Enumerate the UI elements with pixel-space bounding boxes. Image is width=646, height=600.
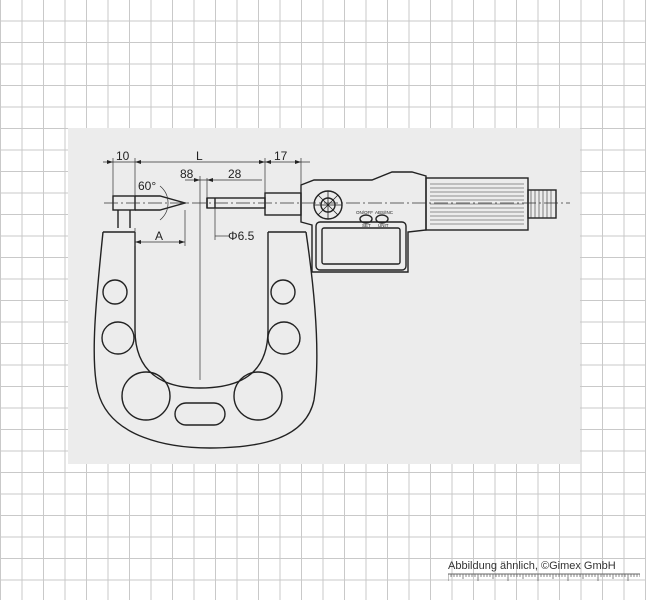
dim-88: 88 [180,167,194,181]
hole-bottom-left [121,371,171,421]
label-abs-inc: ABS/INC [375,210,394,215]
dim-dia: Φ6.5 [228,229,255,243]
caption: Abbildung ähnlich, ©Gimex GmbH [448,560,616,572]
ratchet [527,189,557,219]
hole-right-mid [267,321,301,355]
dim-angle: 60° [138,179,156,193]
anvil-cone [135,195,188,211]
dim-10: 10 [116,149,130,163]
label-on-off: ON/OFF [356,210,373,215]
dim-28: 28 [228,167,242,181]
dim-L: L [196,149,203,163]
hole-left-mid [101,321,135,355]
dim-17: 17 [274,149,288,163]
ratchet-knurl [530,190,552,218]
hole-left-top [102,279,128,305]
frame-outer [93,231,318,449]
sleeve [264,192,302,216]
slot [174,402,226,426]
hole-bottom-right [233,371,283,421]
thimble-knurl [430,183,524,225]
label-set: SET [362,223,371,228]
scale-ruler [448,573,640,581]
dim-A: A [155,229,163,243]
display-screen [321,227,401,265]
knob-rays [314,191,342,219]
abs-inc-button [375,214,389,224]
display-outer [315,221,407,271]
hole-right-top [270,279,296,305]
frame-inner [134,232,269,389]
label-unit: UNIT [378,223,389,228]
on-off-button [359,214,373,224]
